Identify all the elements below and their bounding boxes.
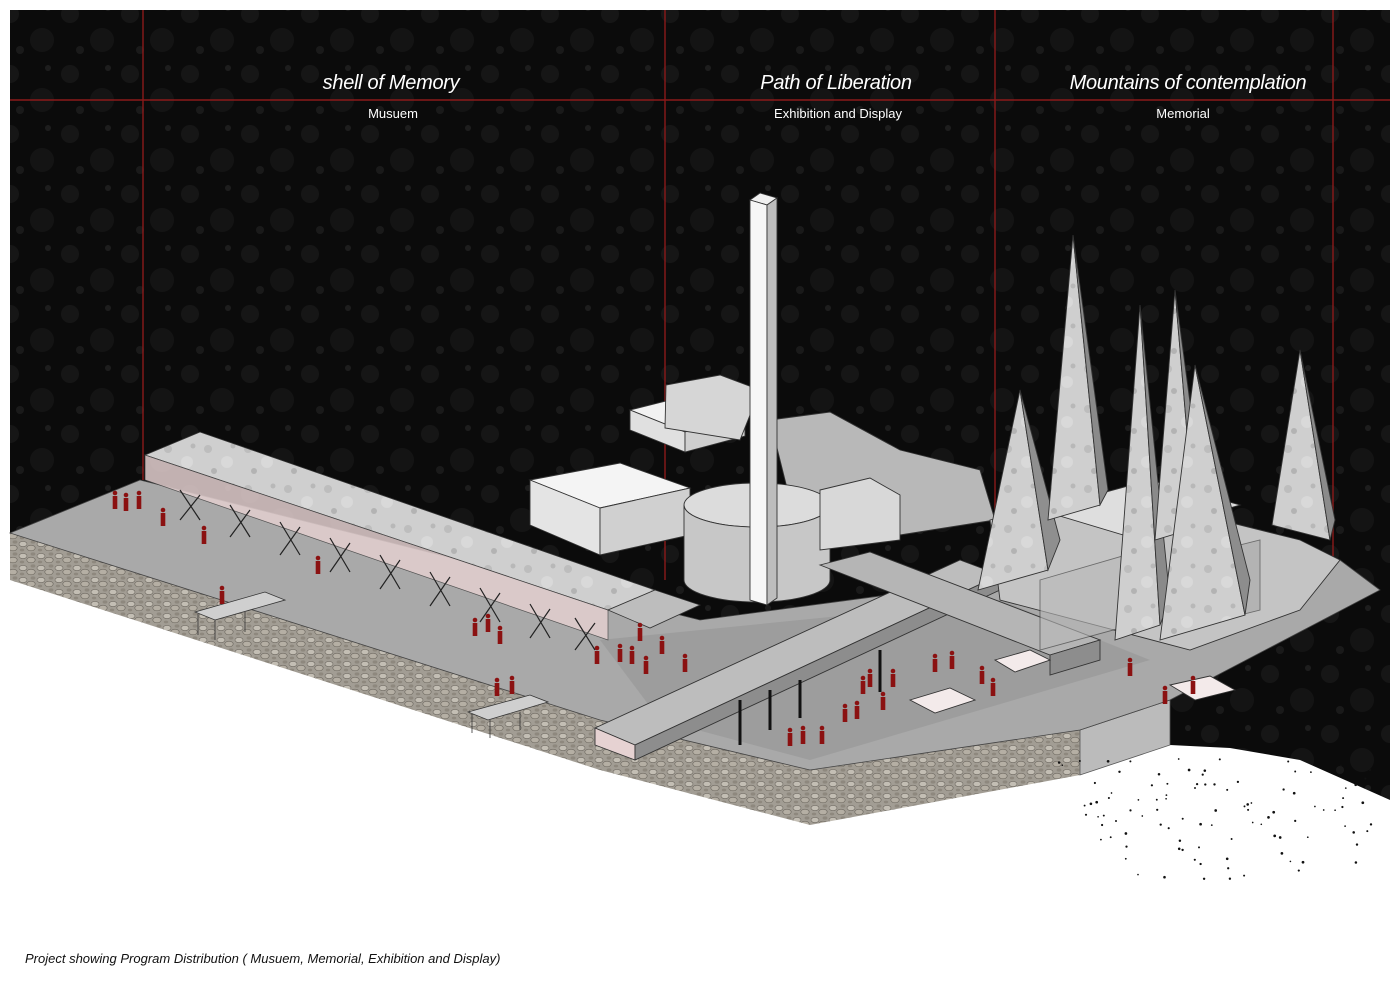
zone-title-museum: shell of Memory (322, 72, 460, 94)
person-figure (637, 622, 643, 641)
memorial-spires (977, 234, 1336, 641)
person-figure (867, 668, 873, 687)
zone-title-exhibition: Path of Liberation (760, 72, 912, 94)
person-figure (880, 691, 886, 710)
figure-caption: Project showing Program Distribution ( M… (25, 951, 501, 966)
person-figure (485, 613, 491, 632)
person-figure (787, 727, 793, 746)
person-figure (643, 655, 649, 674)
person-figure (890, 668, 896, 687)
person-figure (617, 643, 623, 662)
zone-subtitle-memorial: Memorial (1156, 106, 1210, 121)
walkways (593, 551, 1237, 761)
people-figures (112, 490, 1196, 746)
person-figure (594, 645, 600, 664)
person-figure (842, 703, 848, 722)
person-figure (1127, 657, 1133, 676)
person-figure (494, 677, 500, 696)
zone-subtitle-museum: Musuem (368, 106, 418, 121)
person-figure (800, 725, 806, 744)
person-figure (201, 525, 207, 544)
person-figure (854, 700, 860, 719)
exhibition-blocks (528, 374, 996, 603)
person-figure (509, 675, 515, 694)
person-figure (123, 492, 129, 511)
person-figure (932, 653, 938, 672)
shore-speckle (1057, 758, 1373, 880)
person-figure (219, 585, 225, 604)
person-figure (160, 507, 166, 526)
person-figure (860, 675, 866, 694)
person-figure (990, 677, 996, 696)
liberation-tower (748, 192, 779, 606)
museum-shell (143, 431, 702, 651)
person-figure (949, 650, 955, 669)
person-figure (659, 635, 665, 654)
zone-subtitle-exhibition: Exhibition and Display (774, 106, 902, 121)
person-figure (682, 653, 688, 672)
person-figure (629, 645, 635, 664)
person-figure (497, 625, 503, 644)
person-figure (315, 555, 321, 574)
jetties (193, 591, 550, 738)
zone-title-memorial: Mountains of contemplation (1069, 72, 1307, 94)
person-figure (136, 490, 142, 509)
person-figure (472, 617, 478, 636)
person-figure (112, 490, 118, 509)
person-figure (819, 725, 825, 744)
person-figure (1190, 675, 1196, 694)
person-figure (1162, 685, 1168, 704)
person-figure (979, 665, 985, 684)
